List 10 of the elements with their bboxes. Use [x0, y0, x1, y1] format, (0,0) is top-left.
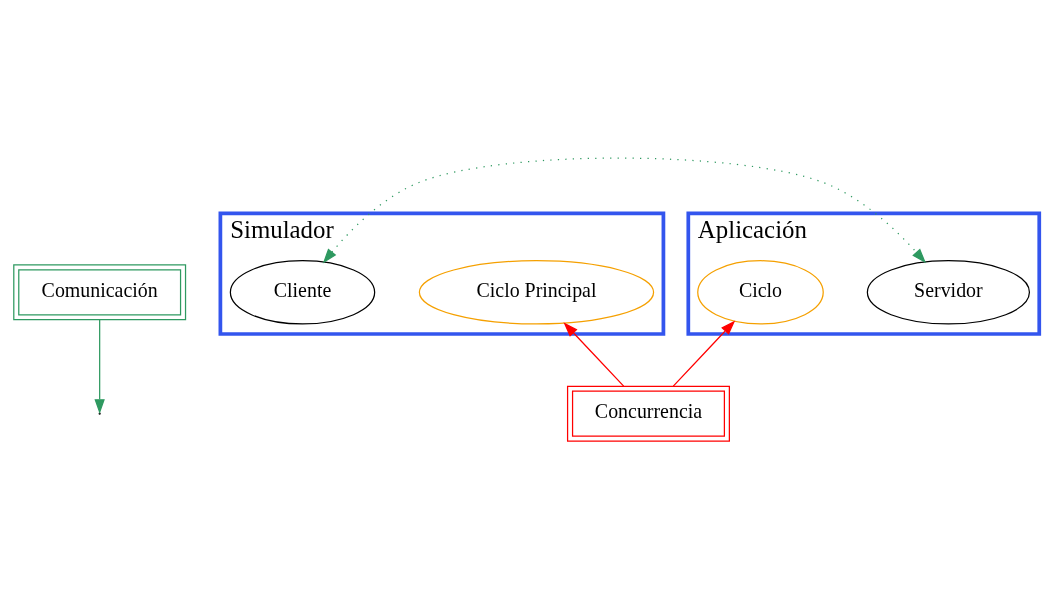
node-box: Comunicación [13, 263, 187, 320]
node-box: Concurrencia [566, 385, 730, 442]
node-ellipse: Cliente [229, 259, 376, 325]
node-ellipse: Ciclo [697, 259, 824, 325]
arrow [94, 318, 105, 414]
arrow [563, 321, 625, 387]
arrow [322, 156, 927, 263]
node-ellipse: Servidor [866, 259, 1031, 325]
arrow [672, 319, 736, 387]
node-ellipse: Ciclo Principal [418, 259, 655, 325]
